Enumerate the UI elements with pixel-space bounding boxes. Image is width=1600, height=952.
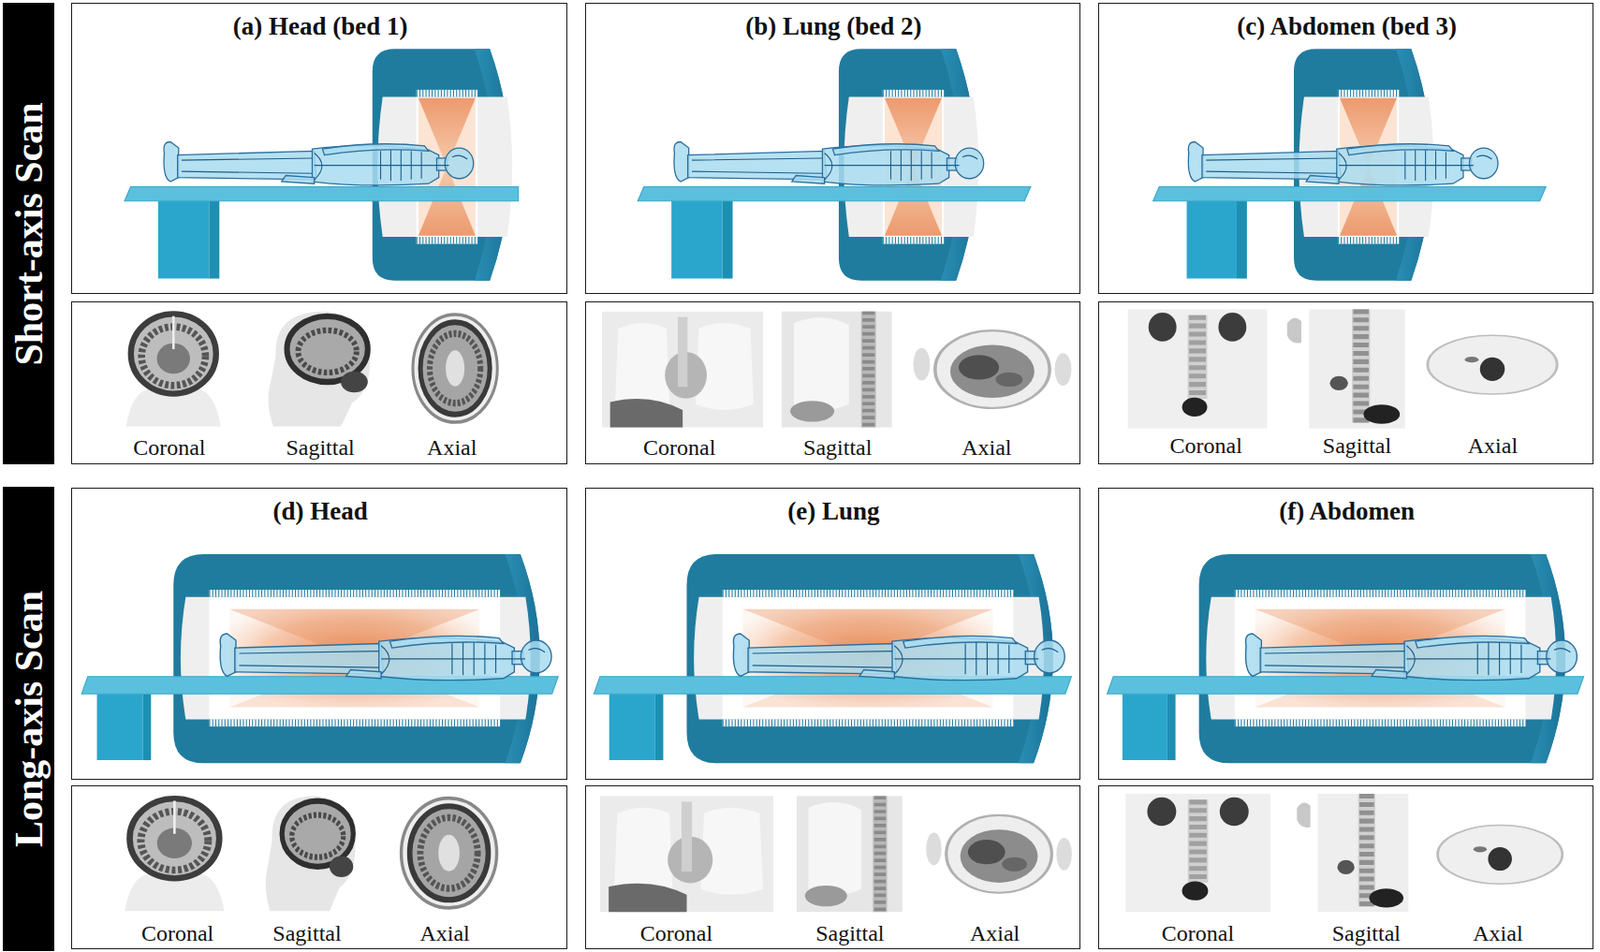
view-label: Axial <box>1472 921 1523 946</box>
image-panel: Coronal Sagittal Axial <box>1098 301 1595 465</box>
scanner-panel: (d) Head <box>71 487 568 780</box>
panel-title: (b) Lung (bed 2) <box>745 13 922 42</box>
view-label: Axial <box>969 921 1020 946</box>
view-label: Coronal <box>1161 921 1234 946</box>
view-label: Axial <box>419 921 470 946</box>
view-label: Coronal <box>643 435 716 460</box>
scanner-panel: (f) Abdomen <box>1098 487 1595 780</box>
view-label: Sagittal <box>272 921 341 946</box>
row-label: Short-axis Scan <box>9 102 49 366</box>
view-label: Sagittal <box>803 435 872 460</box>
scanner-panel: (a) Head (bed 1) <box>71 2 568 294</box>
panel-title: (e) Lung <box>787 498 880 527</box>
image-panel: Coronal Sagittal Axial <box>585 301 1082 465</box>
view-label: Coronal <box>640 921 713 946</box>
image-panel: Coronal Sagittal Axial <box>1098 785 1595 949</box>
view-label: Axial <box>961 435 1012 460</box>
view-label: Axial <box>1467 433 1518 458</box>
view-label: Coronal <box>1170 433 1243 458</box>
view-label: Sagittal <box>285 435 354 460</box>
scanner-panel: (e) Lung <box>585 487 1082 780</box>
image-panel: Coronal Sagittal Axial <box>585 785 1082 949</box>
scanner-panel: (c) Abdomen (bed 3) <box>1098 2 1595 294</box>
row-label-bar: Short-axis Scan <box>2 2 54 465</box>
panel-title: (a) Head (bed 1) <box>233 13 409 42</box>
view-label: Sagittal <box>815 921 884 946</box>
panel-title: (d) Head <box>273 498 368 527</box>
row-label: Long-axis Scan <box>9 590 49 848</box>
row-label-bar: Long-axis Scan <box>2 486 54 952</box>
scanner-panel: (b) Lung (bed 2) <box>585 2 1082 294</box>
panel-title: (c) Abdomen (bed 3) <box>1236 13 1457 42</box>
view-label: Coronal <box>141 921 214 946</box>
view-label: Sagittal <box>1332 921 1401 946</box>
panel-title: (f) Abdomen <box>1278 498 1415 527</box>
view-label: Axial <box>426 435 477 460</box>
image-panel: Coronal Sagittal Axial <box>71 785 568 949</box>
view-label: Sagittal <box>1322 433 1392 458</box>
image-panel: Coronal Sagittal Axial <box>71 301 568 465</box>
view-label: Coronal <box>132 435 206 460</box>
